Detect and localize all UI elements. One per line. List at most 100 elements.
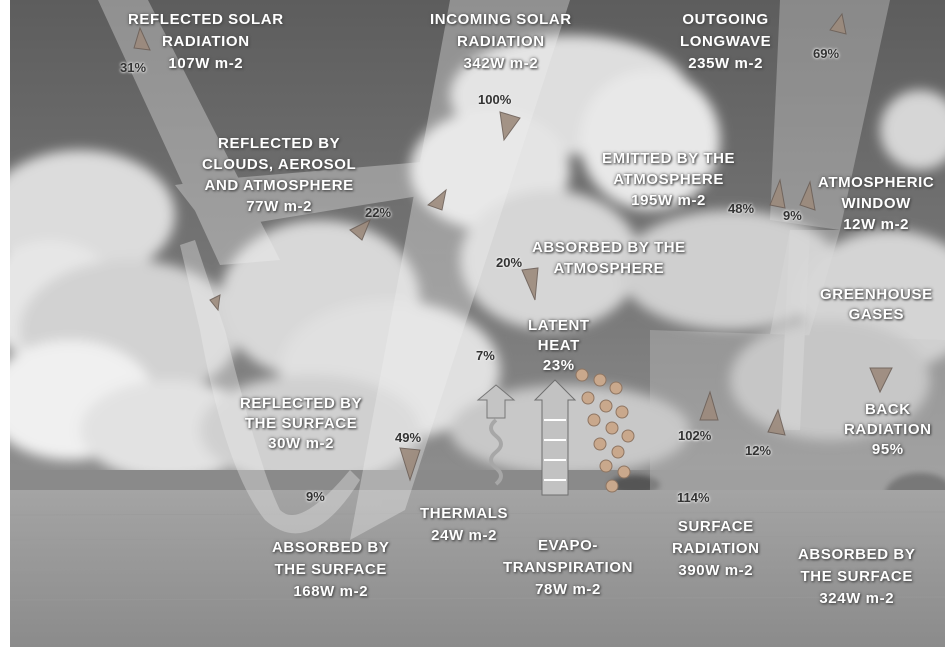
incoming-solar-line2: RADIATION — [457, 33, 545, 50]
back-radiation-line2: RADIATION — [844, 421, 932, 438]
arrow-absorbed-surface — [399, 447, 421, 482]
pct-absorbed-atmosphere: 20% — [496, 255, 523, 270]
atmospheric-window-label: ATMOSPHERIC WINDOW 12W m-2 — [818, 172, 934, 235]
atmospheric-window-value: 12W m-2 — [843, 216, 910, 233]
outgoing-longwave-line2: LONGWAVE — [680, 33, 772, 50]
outgoing-longwave-label: OUTGOING LONGWAVE 235W m-2 — [680, 9, 771, 75]
emitted-atmosphere-line2: ATMOSPHERE — [613, 171, 724, 188]
reflected-surface-value: 30W m-2 — [268, 435, 335, 452]
reflected-solar-value: 107W m-2 — [168, 55, 244, 72]
absorbed-atmosphere-label: ABSORBED BY THE ATMOSPHERE — [532, 237, 686, 279]
water-droplets — [575, 368, 635, 493]
reflected-surface-curve — [180, 240, 360, 534]
evapotranspiration-label: EVAPO- TRANSPIRATION 78W m-2 — [503, 535, 633, 601]
evapotranspiration-value: 78W m-2 — [535, 581, 601, 598]
absorbed-surface-left-label: ABSORBED BY THE SURFACE 168W m-2 — [272, 537, 389, 603]
pct-surface-total: 114% — [677, 490, 710, 505]
thermals-arrow — [476, 384, 516, 486]
reflected-clouds-label: REFLECTED BY CLOUDS, AEROSOL AND ATMOSPH… — [202, 133, 356, 217]
pct-emitted-atmosphere: 48% — [728, 201, 755, 216]
outgoing-longwave-value: 235W m-2 — [688, 55, 764, 72]
arrow-incoming — [499, 111, 521, 142]
pct-reflected-solar: 31% — [120, 60, 147, 75]
reflected-solar-line1: REFLECTED SOLAR — [128, 11, 284, 28]
pct-atmospheric-window: 9% — [783, 208, 802, 223]
pct-thermals: 7% — [476, 348, 495, 363]
surface-radiation-value: 390W m-2 — [678, 562, 754, 579]
thermals-line1: THERMALS — [420, 505, 509, 522]
arrow-emitted — [769, 178, 786, 209]
surface-radiation-label: SURFACE RADIATION 390W m-2 — [672, 516, 760, 582]
back-radiation-line1: BACK — [864, 401, 911, 418]
reflected-solar-label: REFLECTED SOLAR RADIATION 107W m-2 — [128, 9, 284, 75]
atmospheric-window-line1: ATMOSPHERIC — [818, 174, 935, 191]
arrow-window — [799, 180, 816, 211]
absorbed-atmosphere-line1: ABSORBED BY THE — [532, 239, 686, 256]
pct-incoming-solar: 100% — [478, 92, 512, 107]
latent-heat-line1: LATENT — [528, 317, 590, 334]
emitted-atmosphere-line1: EMITTED BY THE — [602, 150, 736, 167]
atmospheric-window-beam — [780, 230, 810, 430]
arrow-back-rad — [869, 367, 893, 394]
emitted-atmosphere-value: 195W m-2 — [631, 192, 706, 209]
reflected-surface-line1: REFLECTED BY — [240, 395, 363, 412]
energy-flow-bands — [98, 0, 945, 540]
absorbed-surface-right-line1: ABSORBED BY — [798, 546, 916, 563]
surface-radiation-line1: SURFACE — [677, 518, 754, 535]
arrow-reflected-clouds-2 — [427, 188, 447, 211]
diagram-background — [10, 0, 945, 647]
outgoing-longwave-beam — [770, 0, 890, 230]
thermals-value: 24W m-2 — [431, 527, 498, 544]
outgoing-longwave-line1: OUTGOING — [682, 11, 769, 28]
arrow-reflected-surface — [209, 294, 221, 312]
reflected-clouds-line3: AND ATMOSPHERE — [204, 177, 354, 194]
arrow-surface-rad — [699, 390, 719, 421]
reflected-clouds-line1: REFLECTED BY — [218, 135, 341, 152]
greenhouse-line1: GREENHOUSE — [820, 286, 933, 303]
absorbed-surface-right-label: ABSORBED BY THE SURFACE 324W m-2 — [798, 544, 915, 610]
pct-outgoing-longwave: 69% — [813, 46, 840, 61]
arrow-window-surface — [767, 408, 786, 436]
greenhouse-line2: GASES — [848, 306, 905, 323]
flow-arrows — [133, 12, 893, 482]
latent-heat-label: LATENT HEAT 23% — [528, 316, 590, 376]
incoming-solar-beam — [350, 0, 570, 540]
absorbed-surface-left-value: 168W m-2 — [293, 583, 369, 600]
absorbed-atmosphere-line2: ATMOSPHERE — [553, 260, 665, 277]
reflected-clouds-value: 77W m-2 — [246, 198, 313, 215]
atmospheric-window-line2: WINDOW — [841, 195, 911, 212]
pct-reflected-clouds: 22% — [365, 205, 392, 220]
field-furrows — [10, 511, 945, 601]
reflected-clouds-line2: CLOUDS, AEROSOL — [202, 156, 357, 173]
back-radiation-beam — [745, 230, 840, 470]
pct-absorbed-surface: 49% — [395, 430, 422, 445]
reflected-solar-beam — [98, 0, 280, 265]
back-radiation-label: BACK RADIATION 95% — [844, 400, 932, 460]
arrow-outgoing — [829, 12, 847, 35]
pct-surface-radiation: 102% — [678, 428, 712, 443]
reflected-clouds-beam — [175, 160, 455, 230]
greenhouse-label: GREENHOUSE GASES — [820, 285, 933, 325]
pct-window-surface: 12% — [745, 443, 772, 458]
absorbed-surface-right-line2: THE SURFACE — [800, 568, 913, 585]
absorbed-surface-left-line2: THE SURFACE — [274, 561, 387, 578]
arrow-reflected-solar — [133, 26, 151, 51]
energy-budget-diagram: REFLECTED SOLAR RADIATION 107W m-2 INCOM… — [10, 0, 945, 647]
incoming-solar-line1: INCOMING SOLAR — [430, 11, 572, 28]
absorbed-surface-right-value: 324W m-2 — [819, 590, 895, 607]
arrow-absorbed-atmos — [521, 267, 539, 301]
incoming-solar-value: 342W m-2 — [463, 55, 539, 72]
reflected-surface-label: REFLECTED BY THE SURFACE 30W m-2 — [240, 394, 362, 454]
latent-heat-value: 23% — [542, 357, 575, 374]
arrow-reflected-clouds — [349, 218, 371, 241]
evapotranspiration-line2: TRANSPIRATION — [503, 559, 634, 576]
latent-heat-line2: HEAT — [537, 337, 580, 354]
reflected-solar-line2: RADIATION — [162, 33, 250, 50]
surface-radiation-line2: RADIATION — [672, 540, 760, 557]
back-radiation-value: 95% — [871, 441, 904, 458]
latent-heat-arrow — [533, 379, 577, 496]
thermals-label: THERMALS 24W m-2 — [420, 503, 508, 547]
incoming-solar-label: INCOMING SOLAR RADIATION 342W m-2 — [430, 9, 572, 75]
emitted-atmosphere-label: EMITTED BY THE ATMOSPHERE 195W m-2 — [602, 148, 735, 211]
pct-reflected-surface: 9% — [306, 489, 325, 504]
